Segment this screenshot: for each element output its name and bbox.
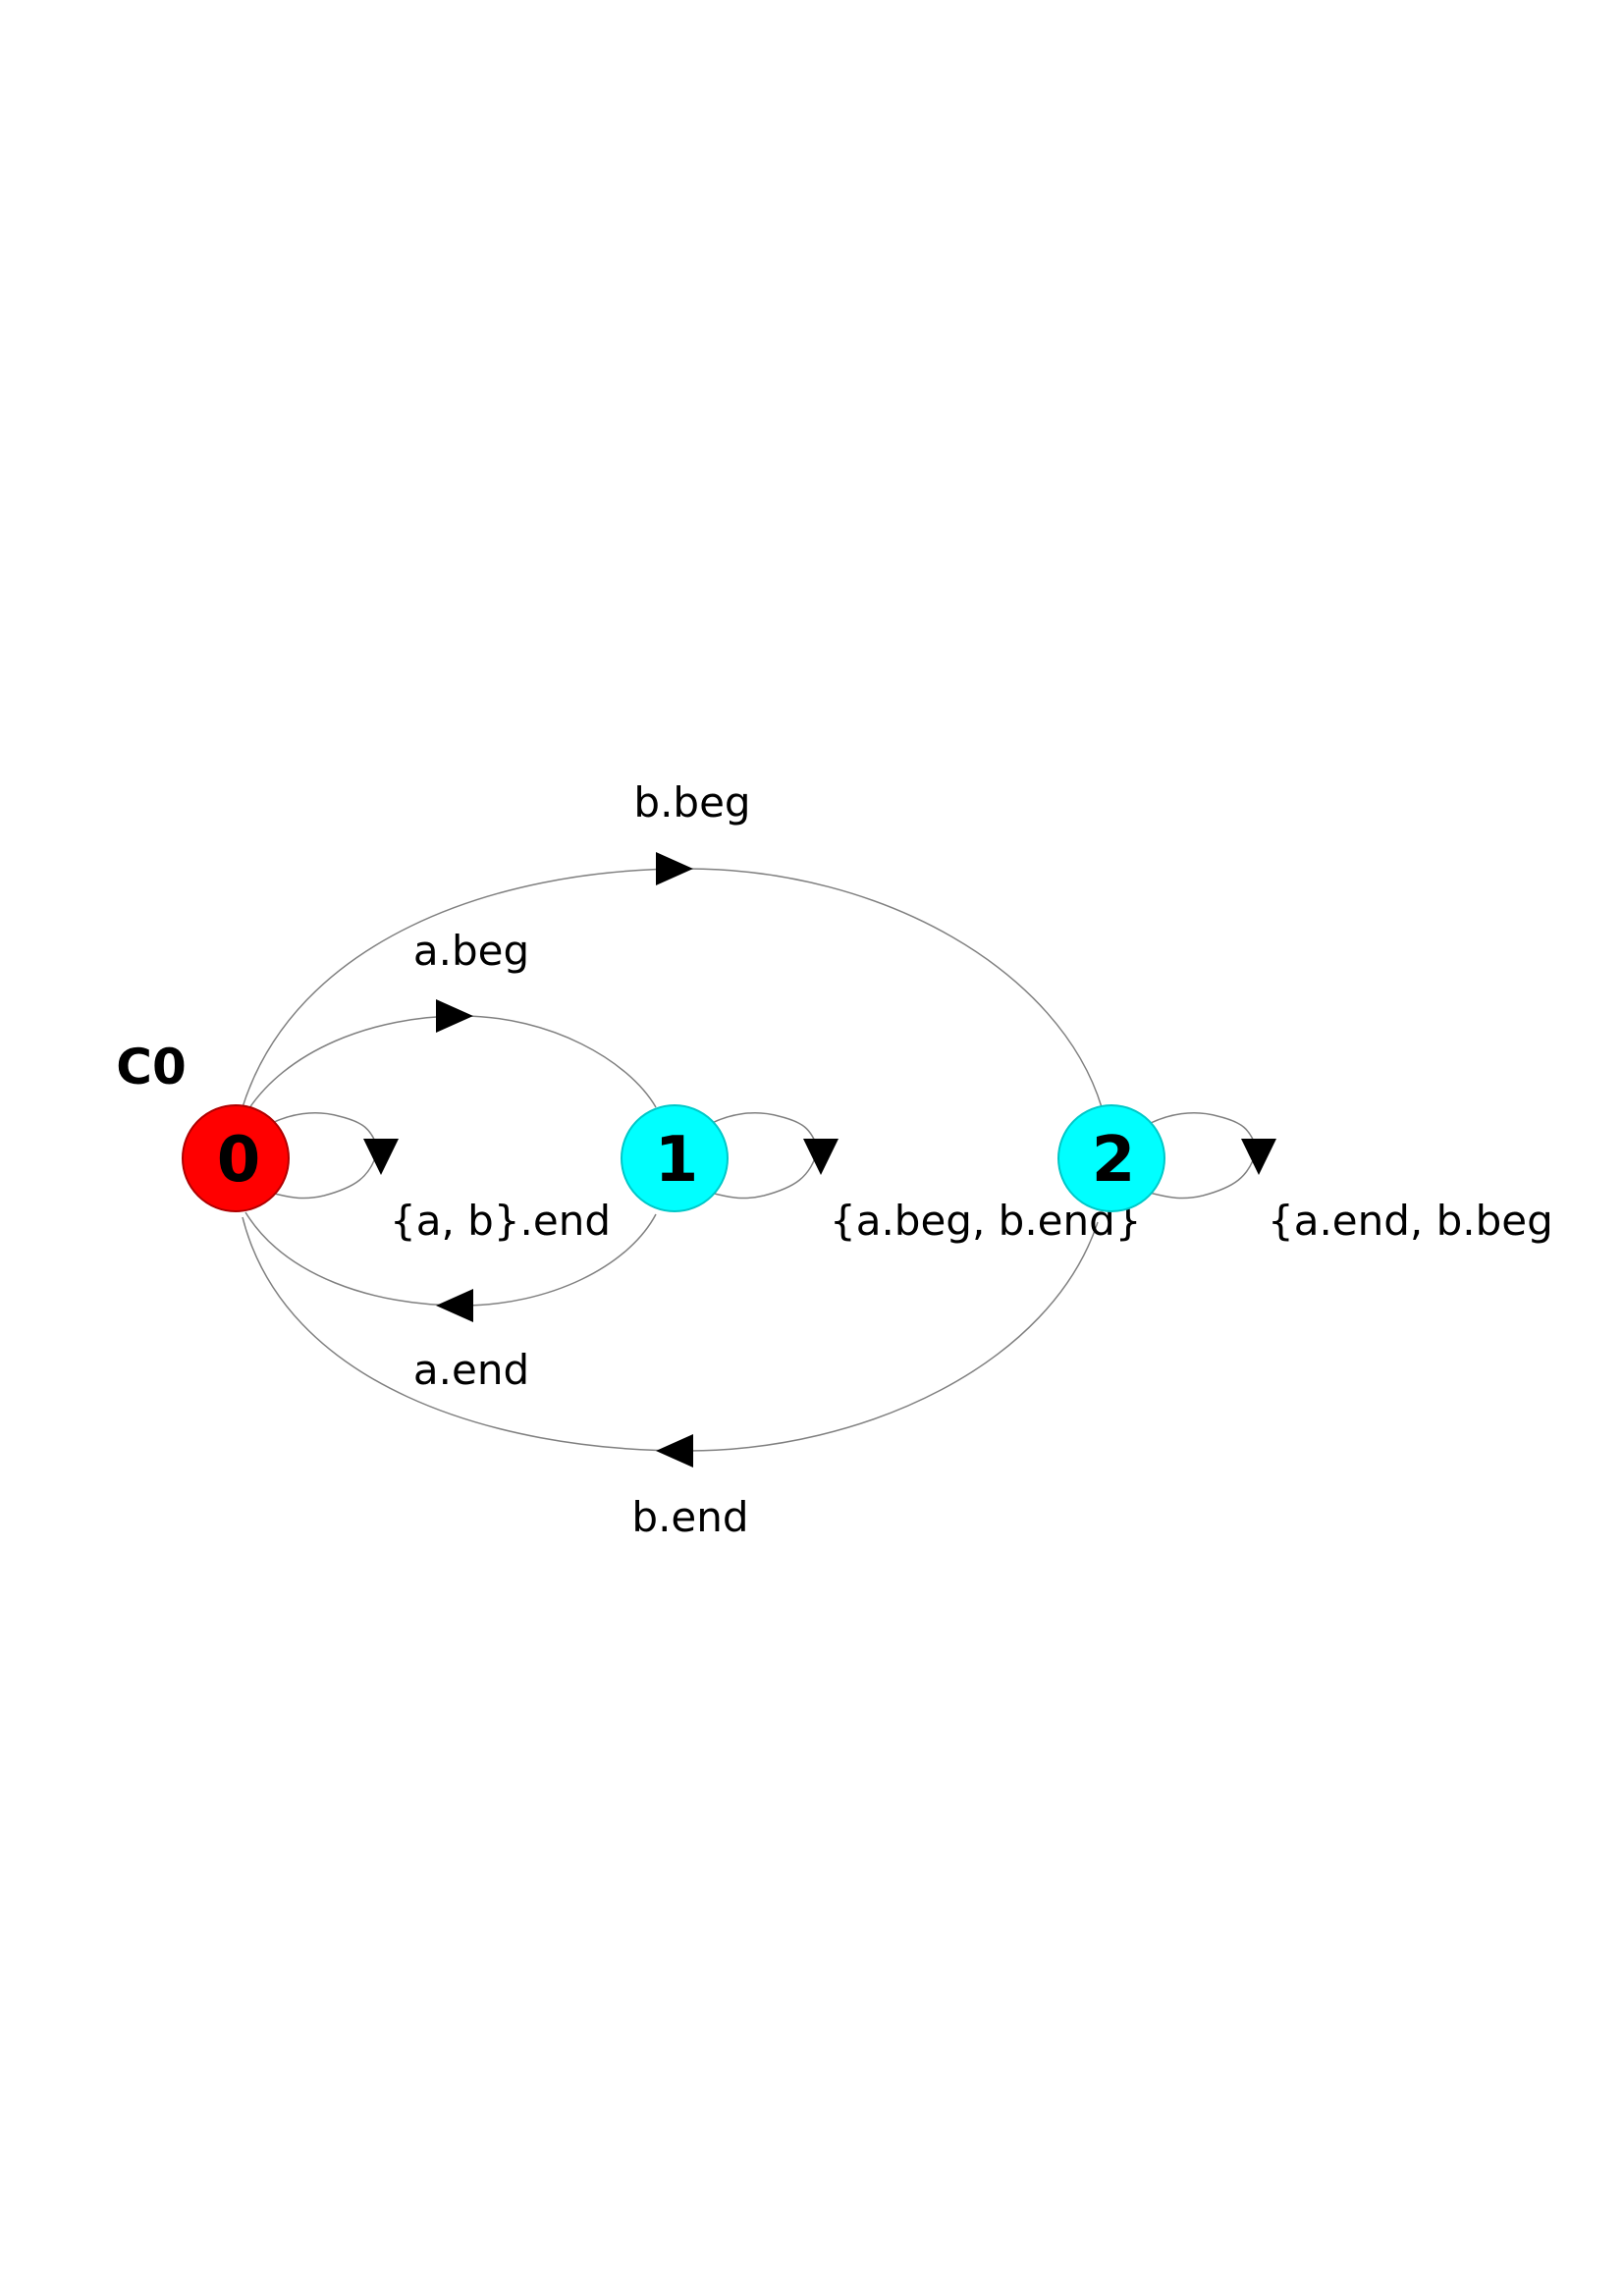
component-label: C0 xyxy=(116,1039,186,1095)
self-loop-2-label: {a.end, b.beg xyxy=(1268,1197,1553,1245)
state-0[interactable]: 0 xyxy=(182,1104,290,1212)
edge-a-beg-label: a.beg xyxy=(413,927,529,975)
self-loop-0-label: {a, b}.end xyxy=(390,1197,611,1245)
edge-b-end xyxy=(242,1216,1099,1452)
state-0-label: 0 xyxy=(217,1124,261,1197)
state-2-label: 2 xyxy=(1092,1124,1136,1197)
state-1[interactable]: 1 xyxy=(621,1104,729,1212)
self-loop-2-arrow xyxy=(1241,1139,1276,1175)
self-loop-1-arrow xyxy=(803,1139,839,1175)
state-1-label: 1 xyxy=(655,1124,699,1197)
self-loop-0-arrow xyxy=(363,1139,399,1175)
state-2[interactable]: 2 xyxy=(1057,1104,1165,1212)
edge-b-beg-label: b.beg xyxy=(633,778,750,827)
state-2-circle xyxy=(1057,1104,1165,1212)
edge-b-end-label: b.end xyxy=(631,1493,748,1541)
edge-a-beg-arrow xyxy=(436,999,473,1033)
edge-a-end-arrow xyxy=(436,1289,473,1322)
edge-a-end-label: a.end xyxy=(413,1346,529,1394)
edge-b-beg xyxy=(242,868,1103,1108)
state-1-circle xyxy=(621,1104,729,1212)
edge-a-beg xyxy=(244,1015,657,1115)
edge-b-beg-arrow xyxy=(656,852,693,885)
state-0-circle xyxy=(182,1104,290,1212)
edge-b-end-arrow xyxy=(656,1434,693,1468)
